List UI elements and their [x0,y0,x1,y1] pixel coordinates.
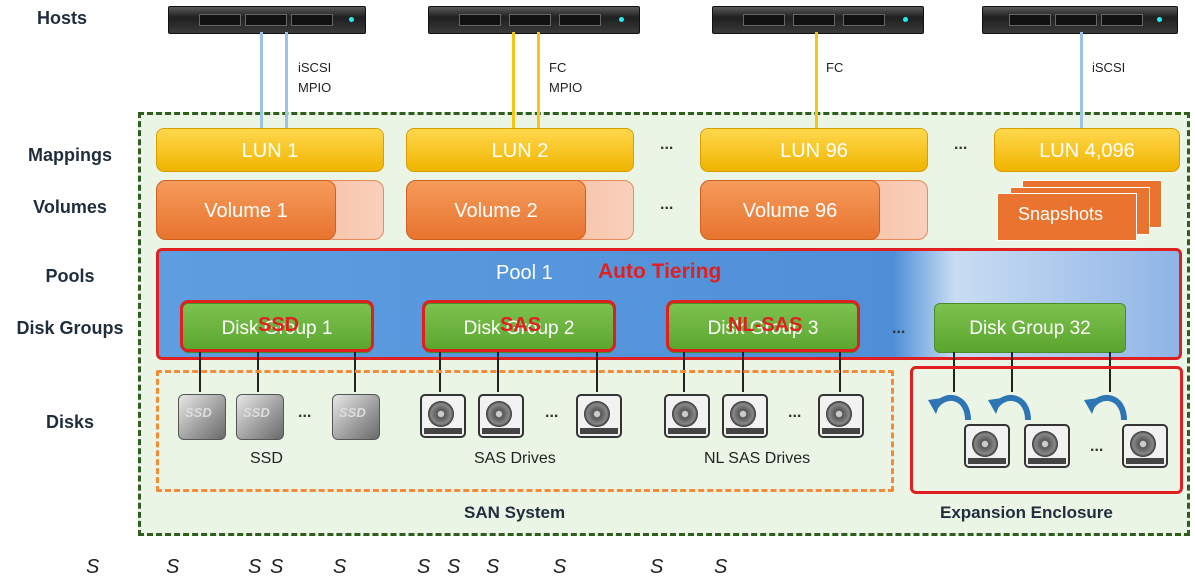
footer-letter: S [248,556,262,578]
ellipsis: ... [545,404,559,421]
volume-block: Volume 1 [156,180,384,240]
hard-disk-icon [664,394,710,438]
migration-arrow-icon [928,394,971,421]
row-label-mappings: Mappings [28,145,112,165]
lun-block: LUN 1 [156,128,384,172]
lun-block: LUN 4,096 [994,128,1180,172]
lun-block: LUN 96 [700,128,928,172]
host-server-icon [982,6,1178,34]
row-label-hosts: Hosts [36,8,87,28]
disk-group-highlight [422,300,616,352]
expansion-enclosure-label: Expansion Enclosure [940,503,1113,522]
footer-letter: S [417,556,431,578]
disk-group-block: Disk Group 32 [934,303,1126,353]
fc-link-line [815,32,818,128]
sas-caption: SAS Drives [474,450,556,467]
disk-group-highlight [180,300,374,352]
san-disk-area [156,370,894,492]
ellipsis: ... [954,136,968,153]
ssd-caption: SSD [250,450,283,467]
ssd-disk-icon: SSD [178,394,226,440]
migration-arrow-icon [988,394,1031,421]
footer-letter: S [447,556,461,578]
ellipsis: ... [788,404,802,421]
snapshots-label: Snapshots [1018,204,1104,224]
row-label-disks: Disks [45,412,95,432]
pool-title: Pool 1 [496,262,553,284]
snapshot-page: Snapshots [997,193,1137,241]
nlsas-caption: NL SAS Drives [704,450,811,467]
san-system-label: SAN System [464,503,566,522]
fc-link-line [512,32,515,128]
fc-link-line [537,32,540,128]
hard-disk-icon [1122,424,1168,468]
footer-letter: S [553,556,567,578]
host-server-icon [168,6,366,34]
connection-label: FC [826,60,844,75]
footer-letter: S [86,556,100,578]
row-label-disk-groups: Disk Groups [16,318,124,338]
disk-group-block: Disk Group 1 [182,303,372,353]
hard-disk-icon [420,394,466,438]
disk-group-type-label: SSD [258,314,300,336]
ssd-disk-icon: SSD [332,394,380,440]
iscsi-link-line [285,32,288,128]
ssd-disk-icon: SSD [236,394,284,440]
host-server-icon [428,6,640,34]
disk-group-type-label: NL-SAS [728,314,803,336]
iscsi-link-line [260,32,263,128]
host-server-icon [712,6,924,34]
hard-disk-icon [818,394,864,438]
auto-tiering-label: Auto Tiering [598,260,722,283]
expansion-enclosure-area [910,366,1183,494]
row-label-volumes: Volumes [33,197,107,217]
hard-disk-icon [478,394,524,438]
volume-block: Volume 2 [406,180,634,240]
disk-group-block: Disk Group 3 [668,303,858,353]
disk-group-highlight [666,300,860,352]
footer-letter: S [650,556,664,578]
footer-letter: S [714,556,728,578]
iscsi-link-line [1080,32,1083,128]
ellipsis: ... [660,136,674,153]
disk-group-type-label: SAS [500,314,542,336]
ellipsis: ... [892,320,906,337]
footer-letter: S [270,556,284,578]
row-label-pools: Pools [45,266,95,286]
lun-block: LUN 2 [406,128,634,172]
ellipsis: ... [660,196,674,213]
disk-group-block: Disk Group 2 [424,303,614,353]
volume-block: Volume 96 [700,180,928,240]
hard-disk-icon [576,394,622,438]
ellipsis: ... [298,404,312,421]
hard-disk-icon [1024,424,1070,468]
connection-label: iSCSI [1092,60,1126,75]
ellipsis: ... [1090,438,1104,455]
hard-disk-icon [964,424,1010,468]
migration-arrow-icon [1084,394,1127,421]
hard-disk-icon [722,394,768,438]
footer-letter: S [486,556,500,578]
footer-letter: S [333,556,347,578]
footer-letter: S [166,556,180,578]
